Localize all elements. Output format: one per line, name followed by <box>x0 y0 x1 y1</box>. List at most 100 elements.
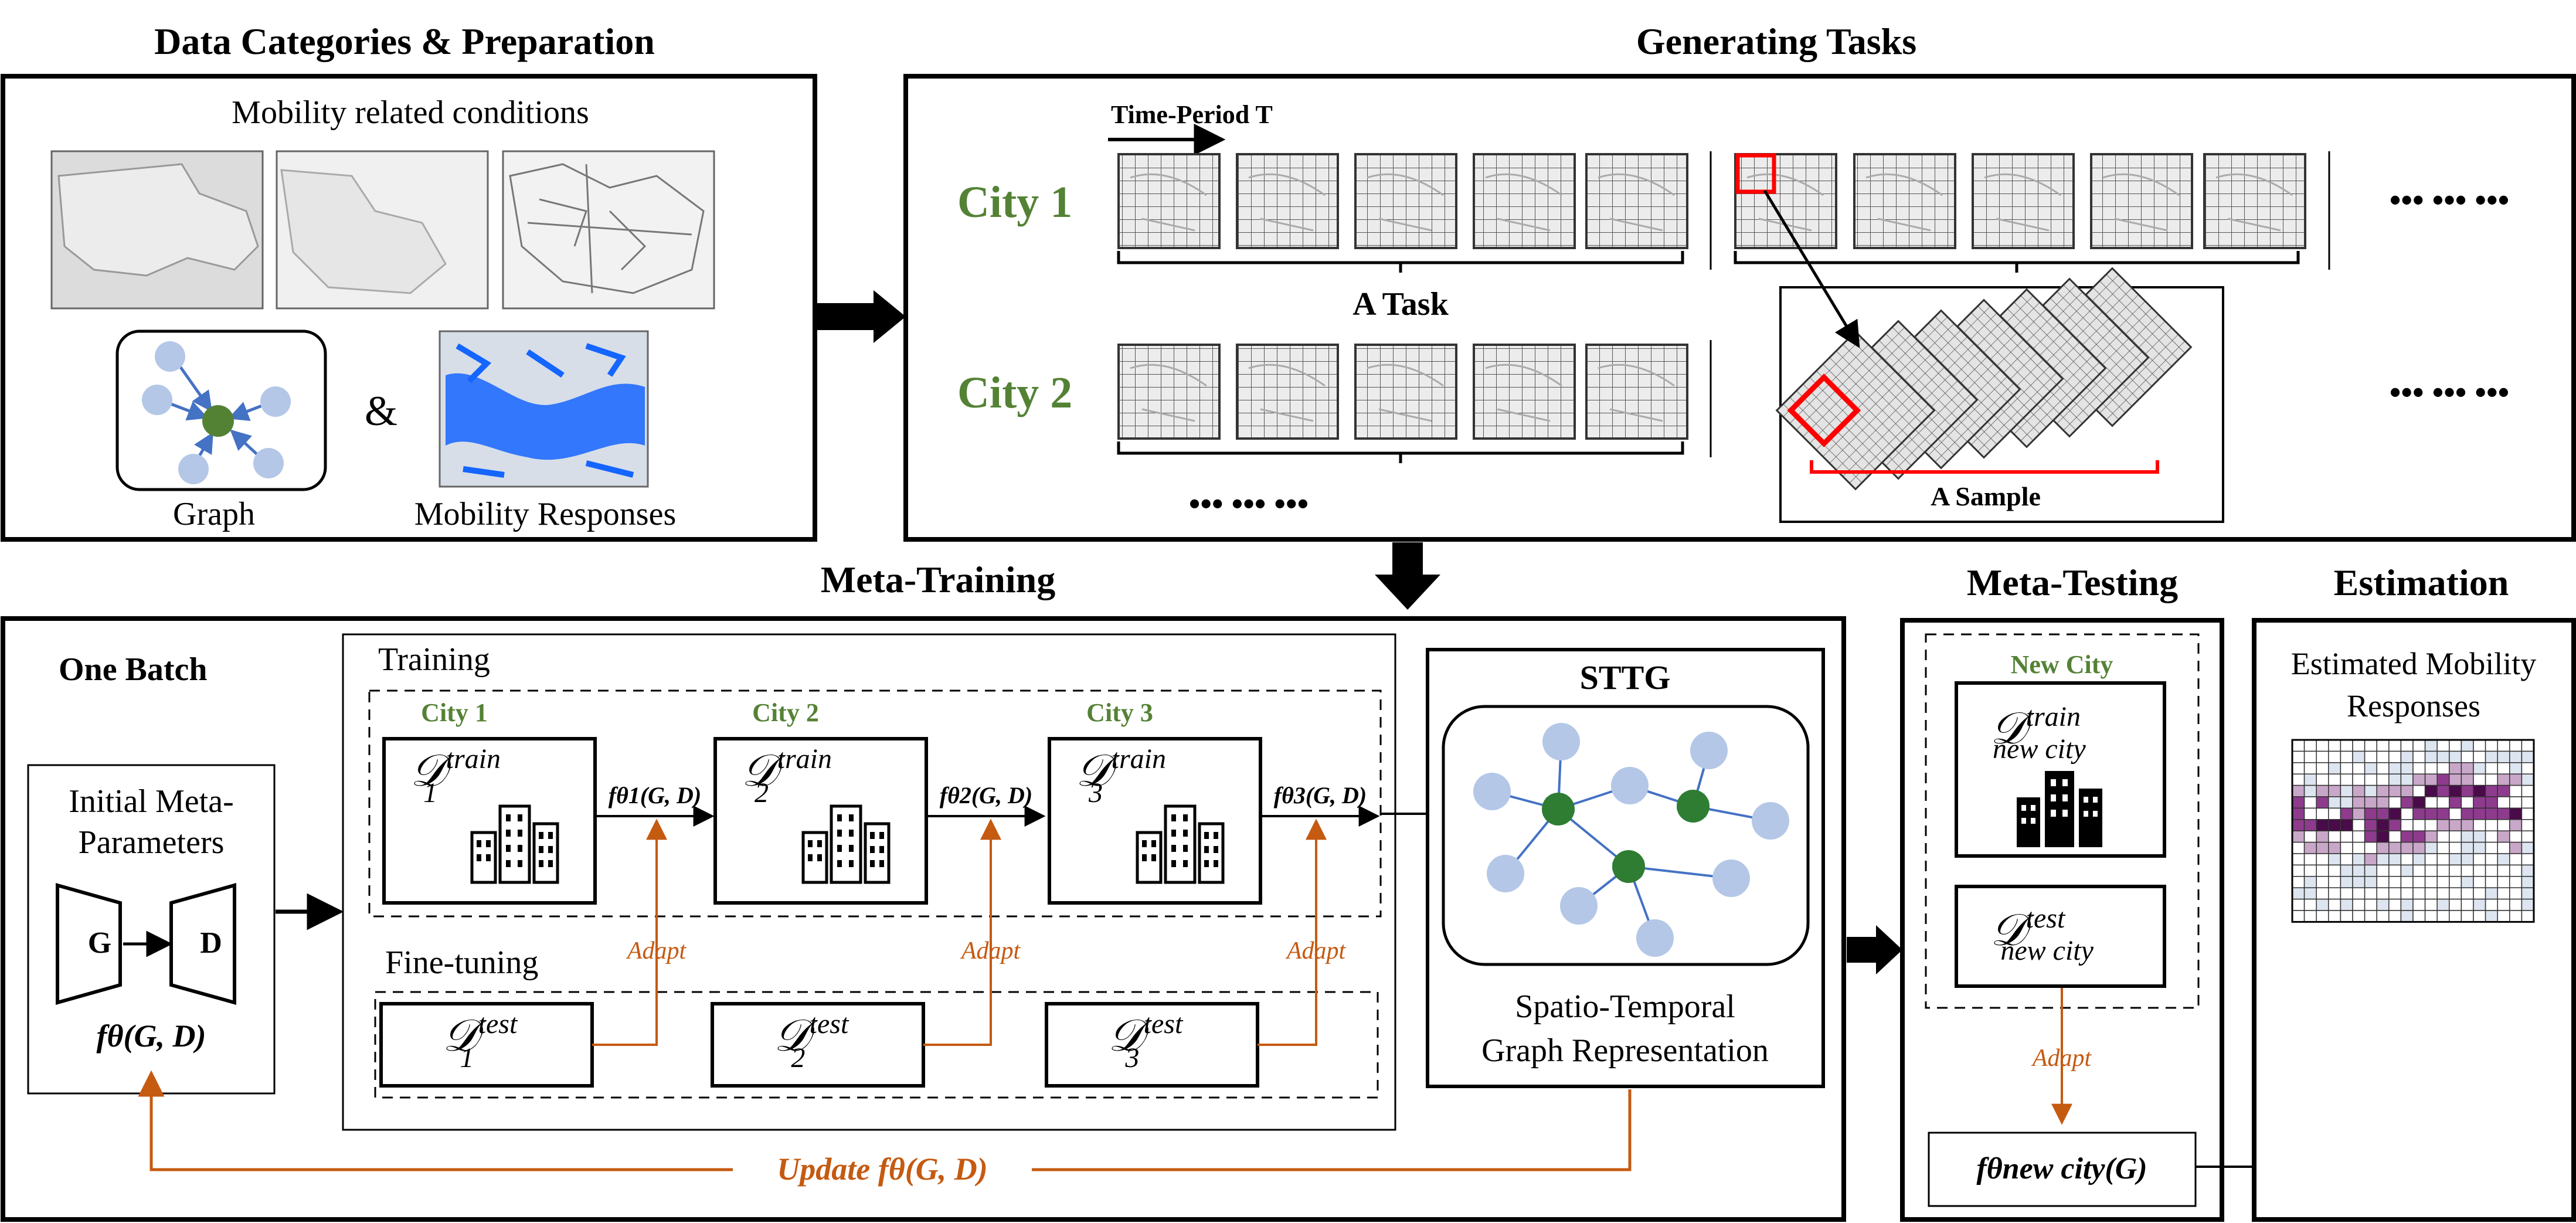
heatmap-cell <box>2328 784 2341 797</box>
heatmap-cell <box>2340 784 2353 797</box>
building-outline <box>470 831 497 884</box>
heatmap-cell <box>2436 762 2450 774</box>
building-window <box>1214 860 1218 867</box>
heatmap-cell <box>2316 784 2329 797</box>
heatmap-cell <box>2352 887 2366 900</box>
train-city-label: City 1 <box>421 698 488 727</box>
heatmap-cell <box>2388 796 2402 809</box>
heatmap-cell <box>2376 887 2390 900</box>
heatmap-cell <box>2352 784 2366 797</box>
heatmap-cell <box>2292 762 2305 774</box>
heatmap-cell <box>2328 830 2341 843</box>
heatmap-cell <box>2352 910 2366 923</box>
heatmap-cell <box>2340 796 2353 809</box>
heatmap-cell <box>2485 819 2498 831</box>
building-window <box>849 860 854 867</box>
heatmap-cell <box>2449 841 2462 854</box>
map-thumbnail <box>50 150 264 310</box>
heatmap-cell <box>2340 762 2353 774</box>
heatmap-cell <box>2424 784 2438 797</box>
heatmap-cell <box>2485 762 2498 774</box>
adapted-params-label: fθ1(G, D) <box>609 782 702 808</box>
heatmap-cell <box>2292 853 2305 866</box>
heatmap-cell <box>2400 841 2414 854</box>
flow-arrow <box>816 290 906 343</box>
heatmap-cell <box>2303 762 2317 774</box>
heatmap-cell <box>2473 853 2486 866</box>
heatmap-cell <box>2473 762 2486 774</box>
ellipsis-row1: ••• ••• ••• <box>2390 182 2509 219</box>
heatmap-cell <box>2303 864 2317 877</box>
heatmap-cell <box>2497 841 2510 854</box>
building-window <box>870 860 875 867</box>
heatmap-cell <box>2436 739 2450 752</box>
sample-stack <box>1775 267 2193 491</box>
time-step-grid <box>1354 153 1457 249</box>
heatmap-cell <box>2400 876 2414 888</box>
building-window <box>518 860 522 867</box>
sttg-title: STTG <box>1580 658 1671 697</box>
heatmap-cell <box>2485 784 2498 797</box>
estimated-label-line1: Estimated Mobility <box>2291 646 2536 681</box>
discriminator-shape <box>169 883 236 1005</box>
building-window <box>506 845 511 852</box>
heatmap-cell <box>2303 773 2317 786</box>
heatmap-border <box>2291 739 2535 923</box>
sample-highlight <box>1735 153 1776 194</box>
graph-node <box>1752 802 1789 840</box>
city-1-label: City 1 <box>957 178 1072 227</box>
building-window <box>548 846 553 853</box>
heatmap-cell <box>2292 830 2305 843</box>
heatmap-cell <box>2412 796 2426 809</box>
building-window <box>879 832 884 839</box>
train-city-label: City 3 <box>1086 698 1153 727</box>
f-theta-label: fθ(G, D) <box>97 1018 206 1054</box>
train-city-label: City 2 <box>752 698 819 727</box>
adapt-label: Adapt <box>626 937 687 964</box>
heatmap-cell <box>2303 898 2317 911</box>
heatmap-cell <box>2328 739 2341 752</box>
heatmap-cell <box>2352 796 2366 809</box>
heatmap-cell <box>2436 910 2450 923</box>
heatmap-cell <box>2328 819 2341 831</box>
heatmap-cell <box>2400 807 2414 820</box>
heatmap-cell <box>2412 773 2426 786</box>
adapted-params-label: fθ3(G, D) <box>1274 782 1367 808</box>
heatmap-cell <box>2424 898 2438 911</box>
building-window <box>1183 814 1188 821</box>
heatmap-cell <box>2316 830 2329 843</box>
sample-window <box>1787 373 1861 447</box>
heatmap-cell <box>2485 739 2498 752</box>
heatmap-cell <box>2473 876 2486 888</box>
heatmap-cell <box>2497 819 2510 831</box>
heatmap-cell <box>2388 807 2402 820</box>
building-window <box>808 840 813 847</box>
heatmap-cell <box>2497 739 2510 752</box>
heatmap-cell <box>2497 807 2510 820</box>
graph-node-center <box>1612 850 1645 883</box>
heatmap-cell <box>2388 910 2402 923</box>
heatmap-cell <box>2340 773 2353 786</box>
heatmap-cell <box>2461 876 2474 888</box>
heatmap-cell <box>2364 762 2377 774</box>
building-window <box>849 845 854 852</box>
building-window <box>817 840 822 847</box>
heatmap-cell <box>2521 750 2534 763</box>
heatmap-cell <box>2388 739 2402 752</box>
heatmap-cell <box>2328 807 2341 820</box>
heatmap-cell <box>2364 830 2377 843</box>
graph-node <box>1487 855 1524 892</box>
heatmap-cell <box>2316 841 2329 854</box>
heatmap-cell <box>2461 762 2474 774</box>
heatmap-cell <box>2316 807 2329 820</box>
heatmap-cell <box>2328 773 2341 786</box>
initial-params-line1: Initial Meta- <box>69 783 233 820</box>
heatmap-cell <box>2400 898 2414 911</box>
heatmap-cell <box>2388 864 2402 877</box>
heatmap-cell <box>2436 841 2450 854</box>
heatmap-cell <box>2303 841 2317 854</box>
generating-tasks-panel: Time-Period T City 1 City 2 A Task ••• •… <box>903 74 2576 542</box>
heatmap-cell <box>2328 750 2341 763</box>
heatmap-cell <box>2388 750 2402 763</box>
